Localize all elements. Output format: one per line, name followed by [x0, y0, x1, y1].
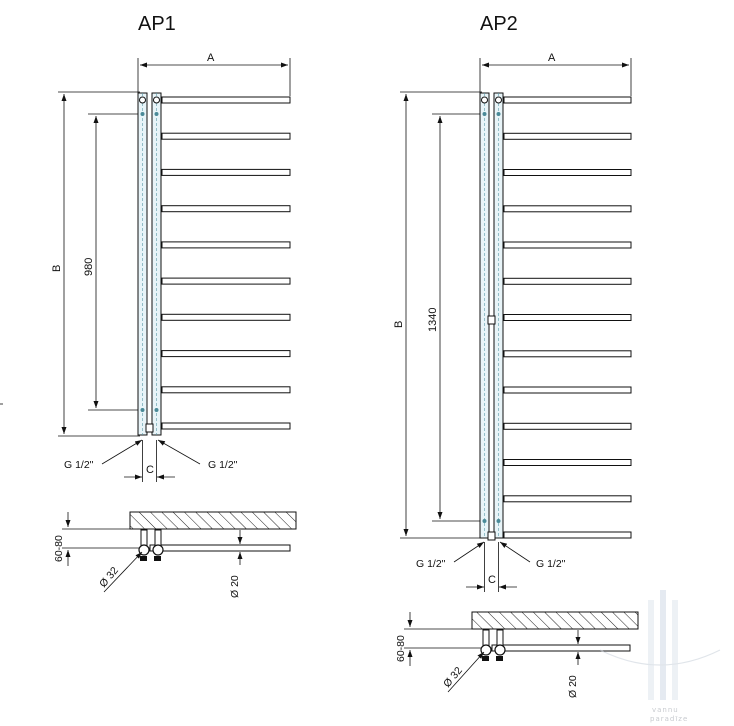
ap1-bar-4 [161, 205, 291, 213]
ap2-bar-12 [503, 495, 632, 503]
ap1-dim-b-label: B [51, 265, 63, 272]
ap2-dim-a-label: A [548, 52, 556, 64]
watermark-line2: paradīze [650, 715, 688, 723]
ap1-wall-hatch [129, 511, 297, 530]
ap2-dim-c: C [466, 542, 517, 592]
ap2-bar-4 [503, 205, 632, 213]
ap1-bar-3 [161, 168, 291, 176]
ap1-bar-dia-label: Ø 20 [229, 575, 241, 598]
ap2-dim-a: A [479, 52, 632, 96]
ap1-dim-inner: 980 [83, 113, 142, 411]
ap1-dim-a-label: A [207, 52, 215, 64]
ap1-dim-b: B [51, 91, 140, 437]
ap1-dim-c-label: C [146, 464, 154, 476]
ap1-bar-7 [161, 313, 291, 321]
ap2-conn-left-label: G 1/2" [416, 558, 446, 570]
ap1-title: AP1 [138, 13, 176, 35]
ap1-bar-6 [161, 277, 291, 285]
ap1-bar-8 [161, 350, 291, 358]
ap1-bar-5 [161, 241, 291, 249]
ap1-drawing: AP1 A B 980 [51, 13, 297, 598]
ap1-vertical-pipes [137, 92, 162, 436]
ap2-bar-2 [503, 132, 632, 140]
ap1-bar-9 [161, 386, 291, 394]
ap2-connectors: G 1/2" G 1/2" [416, 541, 566, 570]
ap1-bar-10 [161, 422, 291, 430]
ap1-dim-c: C [124, 440, 175, 482]
ap2-dim-b-label: B [393, 321, 405, 328]
ap1-bar-1 [161, 96, 291, 104]
ap2-bar-7 [503, 314, 632, 321]
ap2-side-bar [491, 644, 631, 652]
ap1-conn-left-label: G 1/2" [64, 459, 94, 471]
ap2-wall-gap-label: 60-80 [395, 635, 407, 662]
ap1-dim-inner-label: 980 [83, 258, 95, 276]
ap2-bar-10 [503, 422, 632, 430]
ap2-bar-11 [503, 459, 632, 466]
ap2-vertical-pipes [479, 92, 504, 541]
ap1-side-view: 60-80 Ø 32 Ø 20 [53, 511, 297, 598]
ap2-bar-8 [503, 350, 632, 358]
ap1-conn-right-label: G 1/2" [208, 459, 238, 471]
ap2-bar-dia-label: Ø 20 [567, 675, 579, 698]
ap1-side-bar [149, 544, 291, 552]
ap1-connectors: G 1/2" G 1/2" [64, 439, 238, 471]
ap2-wall-hatch [471, 611, 639, 630]
watermark-line1: vannu [652, 706, 679, 714]
ap2-drawing: AP2 A B 1340 [393, 13, 639, 698]
ap2-horizontal-bars [503, 96, 632, 539]
ap2-bar-5 [503, 241, 632, 249]
ap1-wall-gap-label: 60-80 [53, 535, 65, 562]
ap1-dim-a: A [137, 52, 291, 96]
ap2-bar-1 [503, 96, 632, 104]
ap2-dim-b: B [393, 91, 482, 539]
ap2-dim-c-label: C [488, 574, 496, 586]
ap2-bar-9 [503, 386, 632, 394]
watermark-logo: vannu paradīze [599, 590, 721, 723]
ap1-bar-2 [161, 132, 291, 140]
ap2-dim-inner: 1340 [427, 113, 484, 522]
ap2-conn-right-label: G 1/2" [536, 558, 566, 570]
ap1-horizontal-bars [161, 96, 291, 430]
ap2-side-view: 60-80 Ø 32 Ø 20 [395, 611, 639, 698]
ap2-bar-6 [503, 277, 632, 285]
ap2-title: AP2 [480, 13, 518, 35]
ap2-bar-13 [503, 531, 632, 539]
ap2-bar-3 [503, 169, 632, 176]
ap2-dim-inner-label: 1340 [427, 308, 439, 332]
